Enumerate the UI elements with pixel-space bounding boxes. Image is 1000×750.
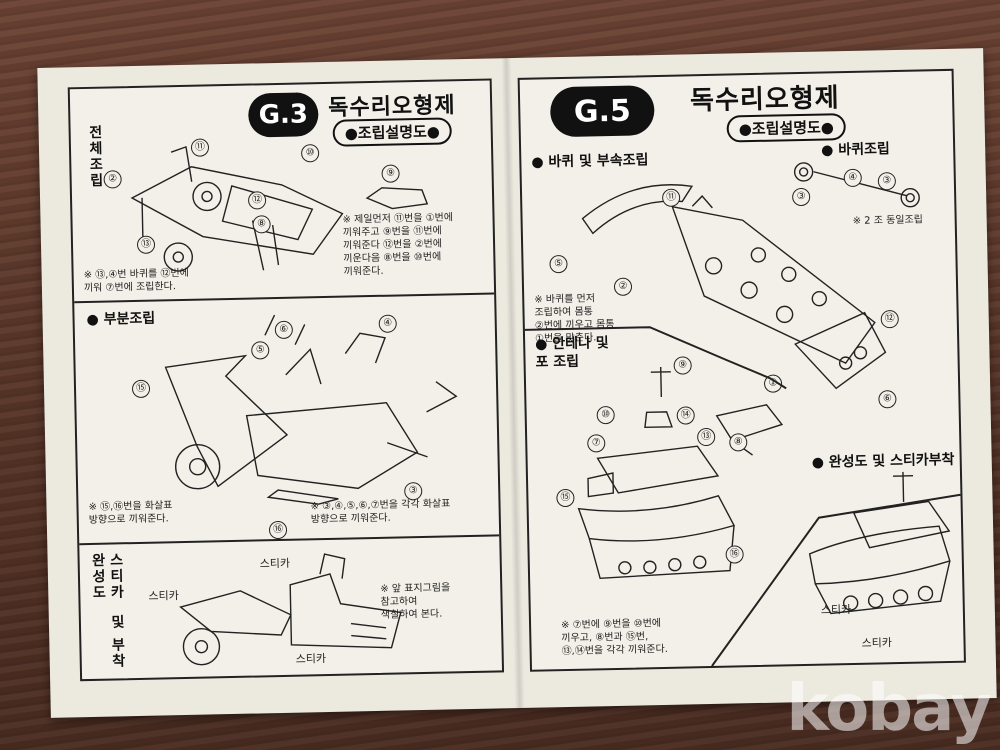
note-first-step: ※ 제일먼저 ⑪번을 ①번에 끼워주고 ⑨번을 ⑪번에 끼워준다 ⑫번을 ②번에… bbox=[342, 212, 454, 278]
part-number: ⑤ bbox=[549, 254, 568, 274]
part-number: ⑨ bbox=[381, 164, 400, 183]
sticker-label: 스티카 bbox=[861, 636, 893, 650]
section-part-assembly: ● 부분조립 bbox=[86, 310, 156, 328]
left-page-g3: G.3 독수리오형제 ●조립설명도● 전체조립 ⑪ ② ⑩ ⑫ ⑧ ⑬ ⑨ ※ … bbox=[67, 78, 505, 682]
part-number: ⑮ bbox=[131, 379, 151, 399]
section-wheel-parts: ● 바퀴 및 부속조립 bbox=[531, 152, 649, 171]
note-sticker: ※ 앞 표지그림을 참고하여 색칠하여 본다. bbox=[380, 582, 451, 621]
wheel-assembly-illustration bbox=[793, 162, 920, 208]
section-complete-sticker: ● 완성도 및 스티카부착 bbox=[811, 451, 955, 471]
completed-motorcycle-illustration bbox=[179, 553, 402, 666]
section-complete-sticker-c: 및 부착 bbox=[108, 614, 126, 670]
model-badge-g5: G.5 bbox=[549, 85, 655, 138]
section-divider bbox=[74, 292, 495, 304]
completed-tank-illustration bbox=[808, 471, 951, 615]
note-wheel-step: ※ ⑬,④번 바퀴를 ⑫번에 끼워 ⑦번에 조립한다. bbox=[83, 267, 190, 295]
right-page-g5: G.5 독수리오형제 ●조립설명도● ● 바퀴 및 부속조립 ● 바퀴조립 ④ … bbox=[517, 68, 966, 672]
body-wheel-illustration bbox=[581, 184, 887, 390]
note-antenna-step: ※ ⑦번에 ⑨번을 ⑩번에 끼우고, ⑧번과 ⑮번, ⑬,⑭번을 각각 끼워준다… bbox=[560, 618, 669, 658]
sticker-label: 스티카 bbox=[295, 652, 327, 666]
sticker-label: 스티카 bbox=[259, 556, 291, 571]
part-number: ⑯ bbox=[268, 520, 288, 540]
part-9-illustration bbox=[365, 187, 429, 210]
section-complete-sticker-b: 스티카 bbox=[107, 552, 125, 601]
instruction-sheet: G.3 독수리오형제 ●조립설명도● 전체조립 ⑪ ② ⑩ ⑫ ⑧ ⑬ ⑨ ※ … bbox=[37, 48, 997, 718]
sticker-label: 스티카 bbox=[148, 589, 179, 603]
watermark-logo: kobay bbox=[786, 672, 992, 746]
antenna-cannon-illustration bbox=[577, 366, 784, 580]
page-subtitle: ●조립설명도● bbox=[726, 113, 847, 143]
note-arrow-direction: ※ ⑮,⑯번을 화살표 방향으로 끼워준다. bbox=[88, 500, 173, 526]
page-title: 독수리오형제 bbox=[689, 83, 840, 117]
section-full-assembly: 전체조립 bbox=[86, 124, 104, 189]
part-assembly-illustration bbox=[164, 314, 458, 505]
section-divider bbox=[79, 534, 500, 546]
full-assembly-illustration bbox=[130, 145, 344, 272]
section-antenna: ● 안테나 및 포 조립 bbox=[535, 335, 609, 371]
sticker-label: 스티카 bbox=[820, 603, 852, 617]
diagonal-section-dividers bbox=[524, 326, 961, 667]
note-arrow-direction-2: ※ ③,④,⑤,⑥,⑦번을 각각 화살표 방향으로 끼워준다. bbox=[310, 498, 451, 526]
